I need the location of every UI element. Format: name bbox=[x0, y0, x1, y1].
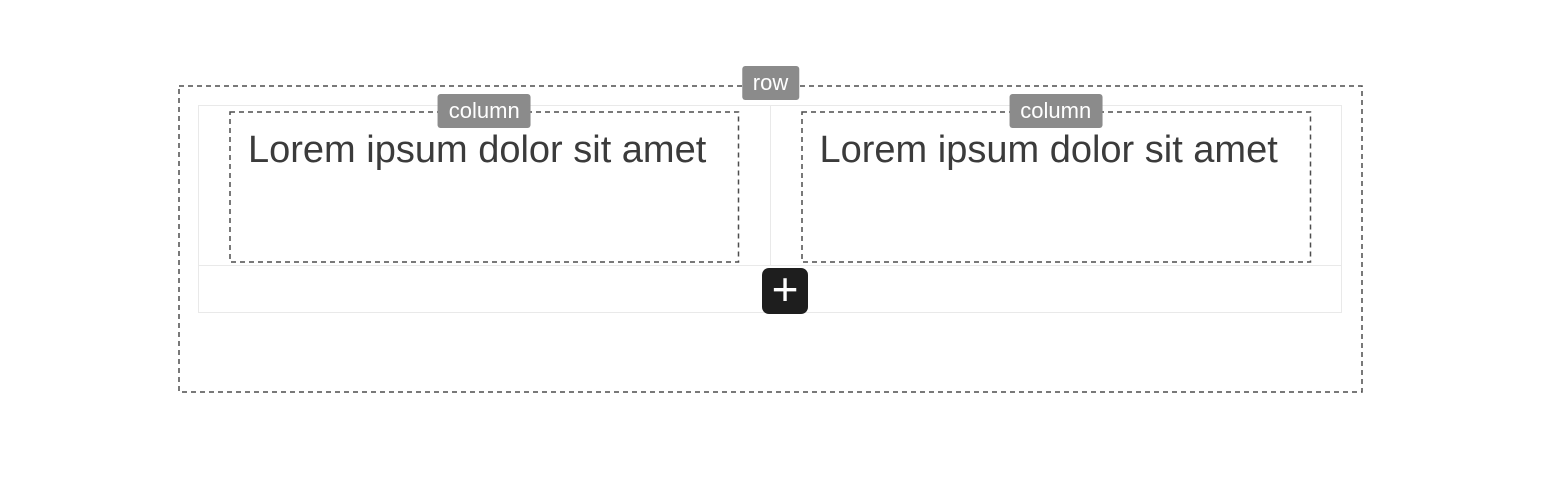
row-cells: column Lorem ipsum dolor sit amet column… bbox=[199, 94, 1342, 266]
column-badge-2: column bbox=[1009, 94, 1103, 128]
add-block-button[interactable]: + bbox=[762, 266, 808, 314]
row-badge: row bbox=[741, 65, 800, 100]
text-block-1[interactable]: Lorem ipsum dolor sit amet bbox=[248, 129, 707, 171]
text-block-2[interactable]: Lorem ipsum dolor sit amet bbox=[819, 129, 1278, 171]
column-badge-1: column bbox=[437, 94, 531, 128]
row-component[interactable]: row column Lorem ipsum dolor sit amet bbox=[178, 65, 1363, 393]
cell-2[interactable]: column Lorem ipsum dolor sit amet bbox=[769, 94, 1342, 265]
column-component-1[interactable]: column Lorem ipsum dolor sit amet bbox=[229, 94, 740, 263]
column-component-2[interactable]: column Lorem ipsum dolor sit amet bbox=[800, 94, 1312, 263]
cell-1[interactable]: column Lorem ipsum dolor sit amet bbox=[199, 94, 770, 265]
